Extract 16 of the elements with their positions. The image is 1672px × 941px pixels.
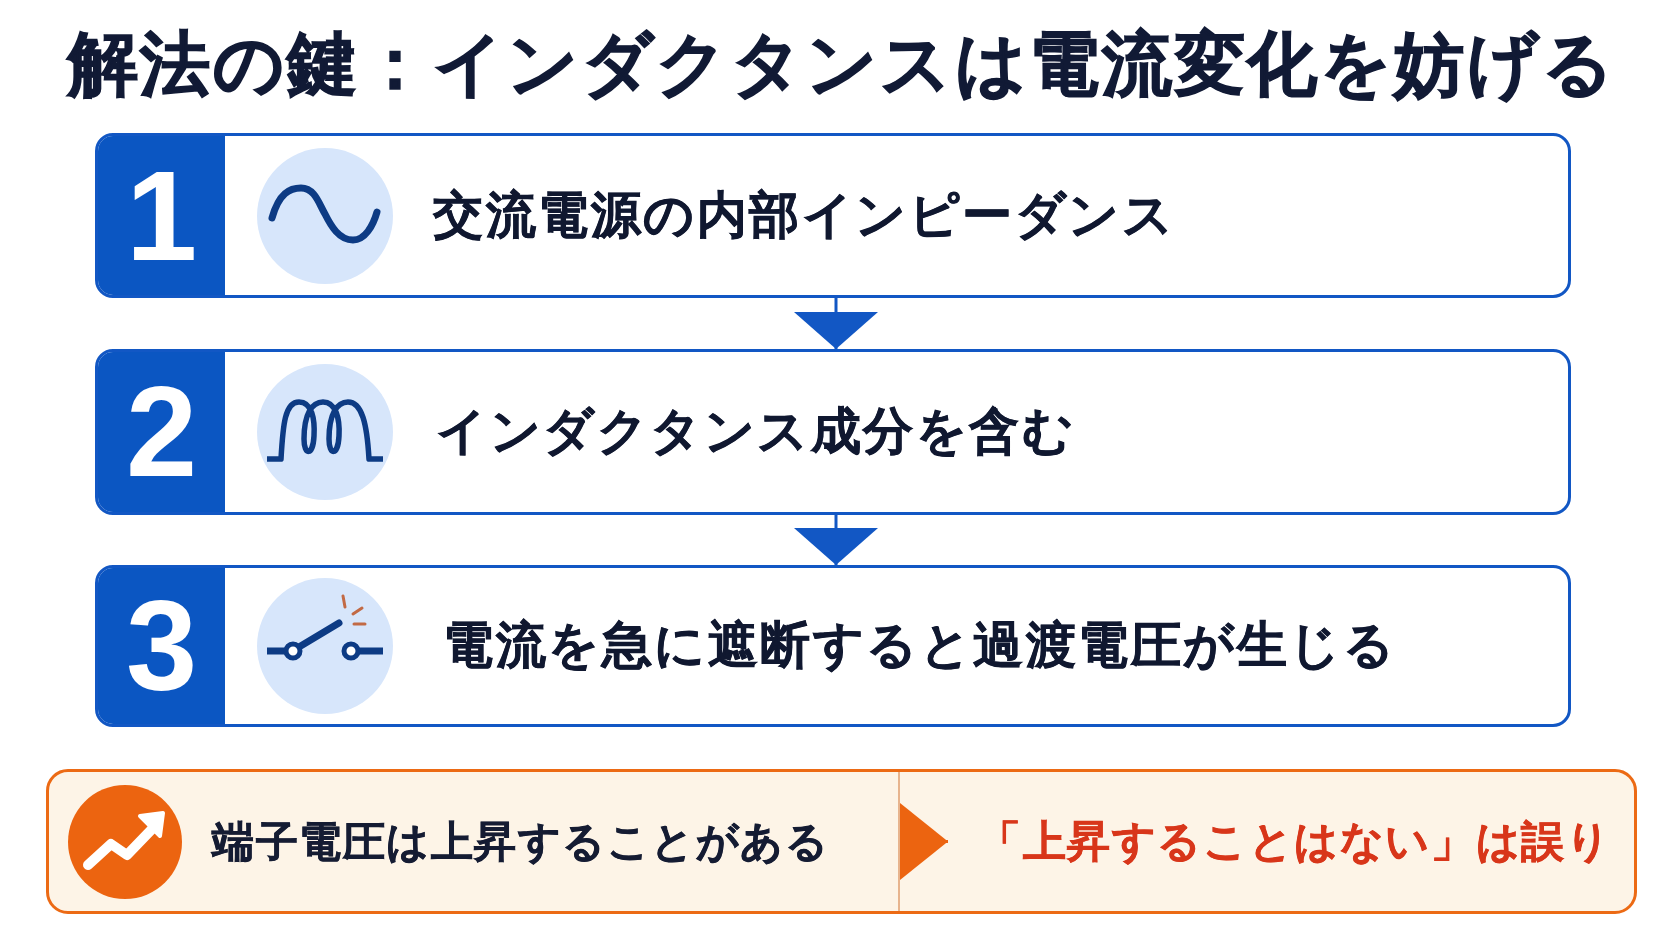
- note-text: 「上昇することはない」は誤り: [978, 817, 1612, 867]
- step-card: [95, 349, 1571, 515]
- arrow: [794, 298, 878, 349]
- arrow: [900, 803, 948, 880]
- title: 解法の鍵：インダクタンスは電流変化を妨げる: [67, 23, 1617, 105]
- step-card: [95, 133, 1571, 298]
- arrow: [794, 515, 878, 565]
- step-text: 交流電源の内部インピーダンス: [433, 186, 1175, 245]
- number-badge: 3: [98, 568, 225, 724]
- step-text: 電流を急に遮断すると過渡電圧が生じる: [443, 617, 1396, 675]
- step-text: インダクタンス成分を含む: [436, 403, 1075, 461]
- callout-box: [46, 769, 1637, 914]
- number-badge: 1: [98, 136, 225, 295]
- statement-text: 端子電圧は上昇することがある: [212, 817, 829, 867]
- step-card: [95, 565, 1571, 727]
- number-badge: 2: [98, 352, 225, 512]
